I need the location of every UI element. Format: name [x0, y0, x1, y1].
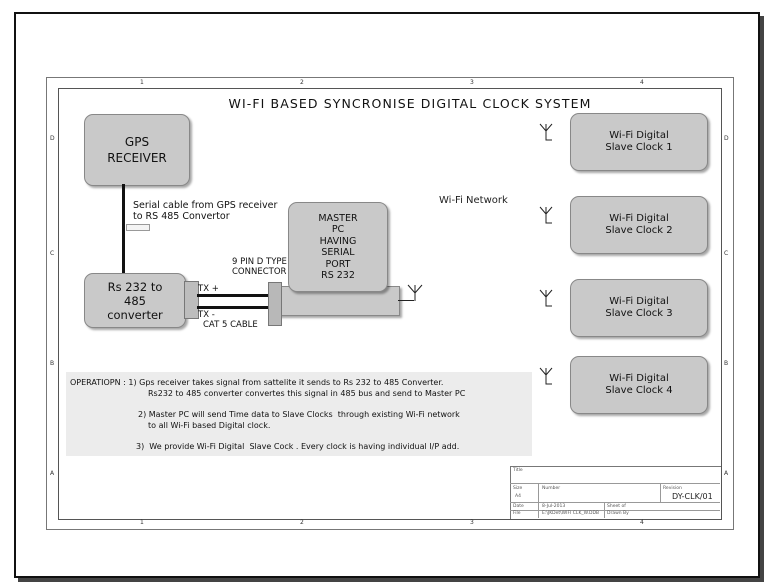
- tx-minus-label: TX -: [198, 310, 215, 320]
- title-block-file-value: E:\JKDet\WIFI CLK_W.DDB: [542, 511, 600, 516]
- master-pc-label: MASTER: [318, 212, 358, 224]
- title-block-date-label: Date: [513, 504, 524, 509]
- converter-label: Rs 232 to: [107, 279, 163, 294]
- tx-minus-line: [197, 306, 271, 309]
- master-antenna-icon: [407, 284, 423, 301]
- converter-box: Rs 232 to 485 converter: [84, 273, 186, 328]
- cat5-cable-label: CAT 5 CABLE: [203, 320, 258, 330]
- operation-line: 3) We provide Wi-Fi Digital Slave Cock .…: [136, 442, 460, 451]
- connector-label-line: 9 PIN D TYPE: [232, 257, 287, 267]
- operation-line: OPERATIOPN : 1) Gps receiver takes signa…: [70, 378, 444, 387]
- master-pc-label: HAVING: [319, 235, 357, 247]
- zone-letter-left: B: [50, 360, 55, 367]
- title-block-revision-value: DY-CLK/01: [672, 492, 713, 501]
- zone-number-top: 3: [470, 79, 474, 86]
- gps-receiver-label: RECEIVER: [107, 151, 167, 165]
- zone-letter-right: D: [724, 135, 729, 142]
- connector-label: 9 PIN D TYPE CONNECTOR: [232, 257, 287, 277]
- slave-clock-1-box: Wi-Fi Digital Slave Clock 1: [570, 113, 708, 171]
- zone-letter-right: C: [724, 250, 729, 257]
- zone-letter-left: A: [50, 470, 55, 477]
- title-block: [510, 466, 721, 519]
- slave-clock-label: Slave Clock 3: [605, 308, 673, 319]
- slave-clock-label: Slave Clock 4: [605, 385, 673, 396]
- slave-antenna-icon: [539, 289, 553, 307]
- title-block-sheet-label: Sheet of: [607, 504, 626, 509]
- zone-letter-left: C: [50, 250, 55, 257]
- master-pc-box: MASTER PC HAVING SERIAL PORT RS 232: [288, 202, 388, 292]
- title-block-title-label: Title: [513, 468, 523, 473]
- slave-clock-label: Wi-Fi Digital: [609, 130, 669, 141]
- slave-clock-3-box: Wi-Fi Digital Slave Clock 3: [570, 279, 708, 337]
- zone-number-top: 4: [640, 79, 644, 86]
- zone-number-bottom: 3: [470, 519, 474, 526]
- zone-letter-left: D: [50, 135, 55, 142]
- operation-panel: [66, 372, 532, 456]
- converter-label: converter: [107, 307, 163, 322]
- title-block-rule: [510, 502, 720, 503]
- serial-cable-label-line: Serial cable from GPS receiver: [133, 200, 278, 211]
- title-block-drawn-label: Drawn By: [607, 511, 629, 516]
- master-pc-label: SERIAL: [321, 247, 355, 258]
- slave-clock-label: Wi-Fi Digital: [609, 213, 669, 224]
- gps-receiver-label: GPS: [124, 135, 150, 149]
- slave-antenna-icon: [539, 206, 553, 224]
- connector-label-line: CONNECTOR: [232, 267, 287, 277]
- slave-clock-label: Wi-Fi Digital: [609, 373, 669, 384]
- operation-line: to all Wi-Fi based Digital clock.: [148, 421, 271, 430]
- title-block-date-value: 8-Jul-2013: [542, 504, 566, 509]
- slave-antenna-icon: [539, 123, 553, 141]
- slave-clock-label: Wi-Fi Digital: [609, 296, 669, 307]
- slave-clock-label: Slave Clock 1: [605, 142, 673, 153]
- zone-number-top: 2: [300, 79, 304, 86]
- operation-line: Rs232 to 485 converter convertes this si…: [148, 389, 466, 398]
- wifi-network-label: Wi-Fi Network: [439, 195, 508, 206]
- slave-clock-4-box: Wi-Fi Digital Slave Clock 4: [570, 356, 708, 414]
- diagram-title: WI-FI BASED SYNCRONISE DIGITAL CLOCK SYS…: [228, 96, 592, 111]
- zone-number-bottom: 4: [640, 519, 644, 526]
- master-pc-label: PC: [331, 224, 345, 235]
- title-block-number-label: Number: [542, 486, 561, 491]
- title-block-rule: [660, 483, 661, 502]
- slave-clock-label: Slave Clock 2: [605, 225, 673, 236]
- gps-receiver-box: GPS RECEIVER: [84, 114, 190, 186]
- zone-number-bottom: 1: [140, 519, 144, 526]
- serial-cable-label-line: to RS 485 Convertor: [133, 211, 230, 222]
- serial-cable-line: [122, 184, 125, 274]
- title-block-rule: [510, 483, 720, 484]
- zone-number-bottom: 2: [300, 519, 304, 526]
- converter-connector: [184, 281, 199, 319]
- title-block-rule: [604, 502, 605, 518]
- title-block-file-label: File: [513, 511, 521, 516]
- db9-connector: [268, 282, 282, 326]
- slave-antenna-icon: [539, 367, 553, 385]
- drawing-border: [58, 88, 722, 520]
- zone-letter-right: B: [724, 360, 729, 367]
- serial-cable-label: Serial cable from GPS receiver to RS 485…: [133, 200, 277, 222]
- title-block-rule: [538, 483, 539, 518]
- master-pc-label: RS 232: [321, 270, 355, 281]
- tx-plus-label: TX +: [198, 284, 219, 294]
- slave-clock-2-box: Wi-Fi Digital Slave Clock 2: [570, 196, 708, 254]
- title-block-size-value: A4: [515, 494, 521, 499]
- operation-line: 2) Master PC will send Time data to Slav…: [138, 410, 460, 419]
- title-block-rule: [510, 510, 720, 511]
- zone-letter-right: A: [724, 470, 729, 477]
- master-pc-label: PORT: [325, 258, 351, 270]
- master-antenna-wire: [398, 300, 414, 301]
- title-block-size-label: Size: [513, 486, 523, 491]
- cable-tag: [126, 224, 150, 231]
- converter-label: 485: [124, 293, 146, 308]
- title-block-revision-label: Revision: [663, 486, 682, 491]
- tx-plus-line: [197, 294, 271, 297]
- zone-number-top: 1: [140, 79, 144, 86]
